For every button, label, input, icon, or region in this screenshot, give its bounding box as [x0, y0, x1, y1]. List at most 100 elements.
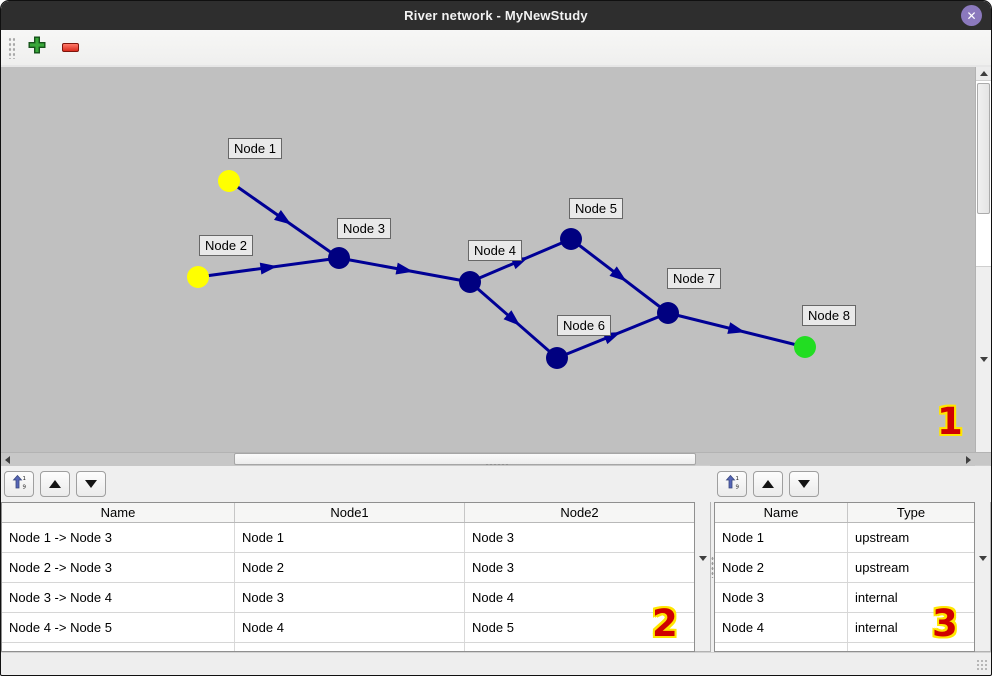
plus-icon [28, 36, 46, 59]
table-cell: Node 3 [472, 530, 514, 545]
scroll-down-button[interactable] [976, 266, 991, 452]
scroll-down-button[interactable] [695, 465, 710, 651]
network-node[interactable] [657, 302, 679, 324]
triangle-up-icon [979, 71, 988, 76]
node-label: Node 1 [228, 138, 282, 159]
arrow-up-icon [762, 480, 774, 488]
scrollbar-corner [975, 453, 991, 466]
flow-arrow-icon [274, 209, 292, 225]
add-node-button[interactable] [25, 36, 49, 60]
table-cell: Node 1 -> Node 3 [2, 523, 235, 552]
table-row[interactable]: Node 4 internal [715, 613, 974, 643]
triangle-right-icon [965, 455, 971, 464]
scroll-up-button[interactable] [976, 67, 991, 81]
network-node[interactable] [187, 266, 209, 288]
statusbar [1, 652, 991, 674]
vertical-splitter-handle[interactable] [711, 556, 714, 578]
window-title: River network - MyNewStudy [404, 8, 588, 23]
table-cell: Node 3 [715, 583, 848, 612]
column-header-name[interactable]: Name [715, 503, 848, 522]
annotation-1: 1 [937, 400, 963, 443]
links-table-scrollbar[interactable] [695, 465, 711, 652]
minus-icon [61, 43, 79, 52]
annotation-2: 2 [652, 602, 678, 645]
sort-button[interactable]: 1 9 [4, 471, 34, 497]
scroll-right-button[interactable] [962, 453, 974, 466]
node-label: Node 8 [802, 305, 856, 326]
annotation-3: 3 [932, 602, 958, 645]
network-node[interactable] [794, 336, 816, 358]
table-row[interactable]: Node 1 upstream [715, 523, 974, 553]
node-label: Node 7 [667, 268, 721, 289]
column-header-type[interactable]: Type [896, 505, 926, 520]
canvas-hscroll-thumb[interactable] [234, 453, 696, 465]
table-cell: Node 4 -> Node 5 [2, 613, 235, 642]
arrow-up-icon [49, 480, 61, 488]
table-cell: Node 3 -> Node 4 [2, 583, 235, 612]
node-label: Node 6 [557, 315, 611, 336]
horizontal-splitter-handle[interactable] [485, 463, 509, 466]
table-cell: internal [855, 620, 898, 635]
toolbar-drag-handle[interactable] [8, 36, 15, 59]
nodes-toolbar: 1 9 [714, 466, 991, 502]
network-node[interactable] [560, 228, 582, 250]
remove-node-button[interactable] [58, 36, 82, 60]
move-row-up-button[interactable] [40, 471, 70, 497]
table-cell: Node 4 [715, 613, 848, 642]
network-node[interactable] [459, 271, 481, 293]
move-row-down-button[interactable] [76, 471, 106, 497]
titlebar[interactable]: River network - MyNewStudy ✕ [1, 1, 991, 30]
nodes-table-scrollbar[interactable] [975, 465, 991, 652]
network-node[interactable] [328, 247, 350, 269]
flow-arrow-icon [609, 266, 627, 282]
canvas-vscroll-thumb[interactable] [977, 83, 990, 214]
table-cell: upstream [855, 560, 910, 575]
column-header-node1[interactable]: Node1 [235, 503, 465, 522]
sort-icon: 1 9 [11, 474, 27, 495]
column-header-name[interactable]: Name [2, 503, 235, 522]
table-cell [2, 643, 235, 651]
table-cell: Node 1 [235, 523, 465, 552]
sort-button[interactable]: 1 9 [717, 471, 747, 497]
node-label: Node 5 [569, 198, 623, 219]
flow-arrow-icon [395, 262, 414, 275]
flow-arrow-icon [259, 262, 278, 275]
table-row[interactable] [2, 643, 694, 651]
triangle-down-icon [978, 556, 987, 561]
scroll-left-button[interactable] [1, 453, 13, 466]
panel-splitter[interactable] [711, 466, 714, 652]
table-row[interactable] [715, 643, 974, 651]
move-row-up-button[interactable] [753, 471, 783, 497]
move-row-down-button[interactable] [789, 471, 819, 497]
resize-grip[interactable] [976, 659, 987, 670]
flow-arrow-icon [503, 310, 521, 326]
close-button[interactable]: ✕ [961, 5, 982, 26]
table-cell: Node 1 [715, 523, 848, 552]
table-cell: upstream [855, 530, 910, 545]
network-node[interactable] [218, 170, 240, 192]
network-node[interactable] [546, 347, 568, 369]
sort-icon: 1 9 [724, 474, 740, 495]
main-toolbar [1, 30, 991, 67]
canvas-vertical-scrollbar[interactable] [975, 67, 991, 452]
column-header-node2[interactable]: Node2 [560, 505, 599, 520]
table-cell: Node 5 [472, 620, 514, 635]
links-toolbar: 1 9 [1, 466, 711, 502]
table-cell [235, 643, 465, 651]
arrow-down-icon [85, 480, 97, 488]
scroll-down-button[interactable] [975, 465, 990, 651]
node-label: Node 3 [337, 218, 391, 239]
canvas-horizontal-scrollbar[interactable] [1, 452, 991, 466]
